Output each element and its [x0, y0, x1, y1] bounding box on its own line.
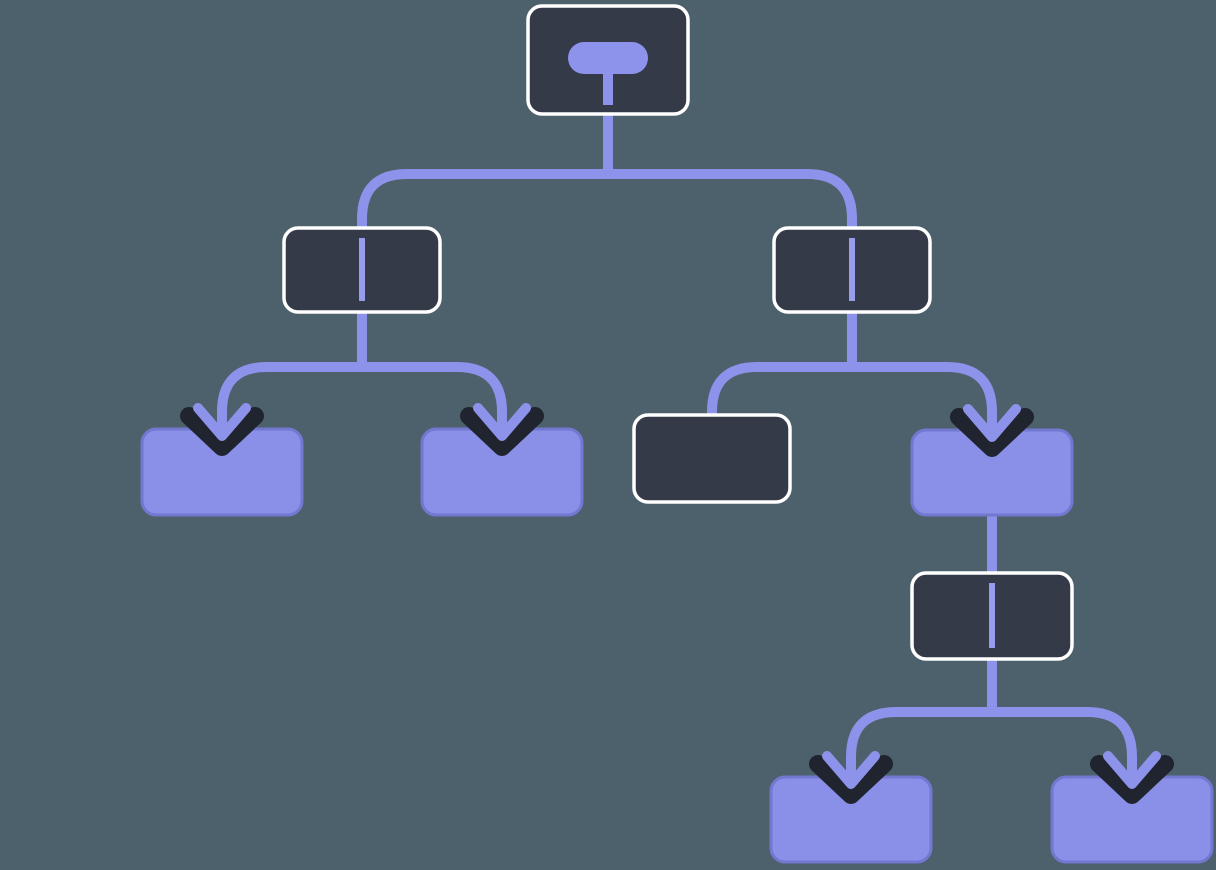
arrowhead-shadow-chevron-icon: [180, 407, 264, 456]
connector-split-top: [357, 169, 857, 232]
connector-split-bottom: [846, 707, 1137, 784]
inner-connector-line: [989, 583, 995, 648]
root-pill-stem-icon: [603, 64, 613, 105]
arrowhead-shadow-chevron-icon: [1090, 755, 1174, 804]
arrowhead-chevron-icon: [473, 403, 531, 441]
arrowhead-shadow-chevron-icon: [460, 407, 544, 456]
arrowhead-chevron-icon: [822, 751, 880, 789]
node-node-c[interactable]: [632, 413, 792, 504]
arrowhead-chevron-icon: [193, 403, 251, 441]
arrowhead-shadow-chevron-icon: [950, 408, 1034, 457]
root-pill-icon: [568, 42, 648, 74]
arrowhead-chevron-icon: [963, 404, 1021, 442]
connector-split-left: [217, 362, 507, 436]
arrowhead-chevron-icon: [1103, 751, 1161, 789]
inner-connector-line: [849, 238, 855, 301]
arrowhead-shadow-chevron-icon: [809, 755, 893, 804]
connector-split-right: [707, 362, 997, 437]
inner-connector-line: [359, 238, 365, 301]
